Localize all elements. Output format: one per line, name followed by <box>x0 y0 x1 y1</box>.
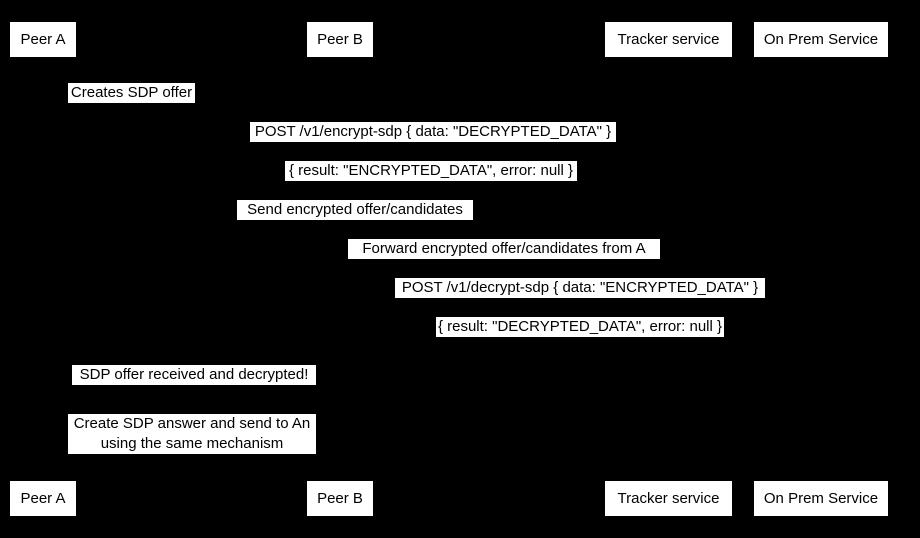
message-create-sdp-answer-line-1: Create SDP answer and send to An <box>73 415 311 432</box>
participant-header-on-prem-service[interactable]: On Prem Service <box>754 22 888 57</box>
participant-header-peer-b[interactable]: Peer B <box>307 22 373 57</box>
participant-header-tracker-service[interactable]: Tracker service <box>605 22 732 57</box>
participant-footer-on-prem-service[interactable]: On Prem Service <box>754 481 888 516</box>
message-sdp-offer-received: SDP offer received and decrypted! <box>72 365 316 385</box>
participant-footer-peer-a[interactable]: Peer A <box>10 481 76 516</box>
message-forward-encrypted-offer: Forward encrypted offer/candidates from … <box>348 239 660 259</box>
message-decrypt-sdp-result: { result: "DECRYPTED_DATA", error: null … <box>436 317 724 337</box>
message-post-encrypt-sdp: POST /v1/encrypt-sdp { data: "DECRYPTED_… <box>250 122 616 142</box>
message-encrypt-sdp-result: { result: "ENCRYPTED_DATA", error: null … <box>285 161 577 181</box>
message-create-sdp-answer-line-2: using the same mechanism <box>100 435 284 452</box>
participant-footer-peer-b[interactable]: Peer B <box>307 481 373 516</box>
message-post-decrypt-sdp: POST /v1/decrypt-sdp { data: "ENCRYPTED_… <box>395 278 765 298</box>
participant-footer-tracker-service[interactable]: Tracker service <box>605 481 732 516</box>
message-creates-sdp-offer: Creates SDP offer <box>68 83 195 103</box>
message-send-encrypted-offer: Send encrypted offer/candidates <box>237 200 473 220</box>
message-create-sdp-answer: Create SDP answer and send to An using t… <box>68 414 316 454</box>
participant-header-peer-a[interactable]: Peer A <box>10 22 76 57</box>
